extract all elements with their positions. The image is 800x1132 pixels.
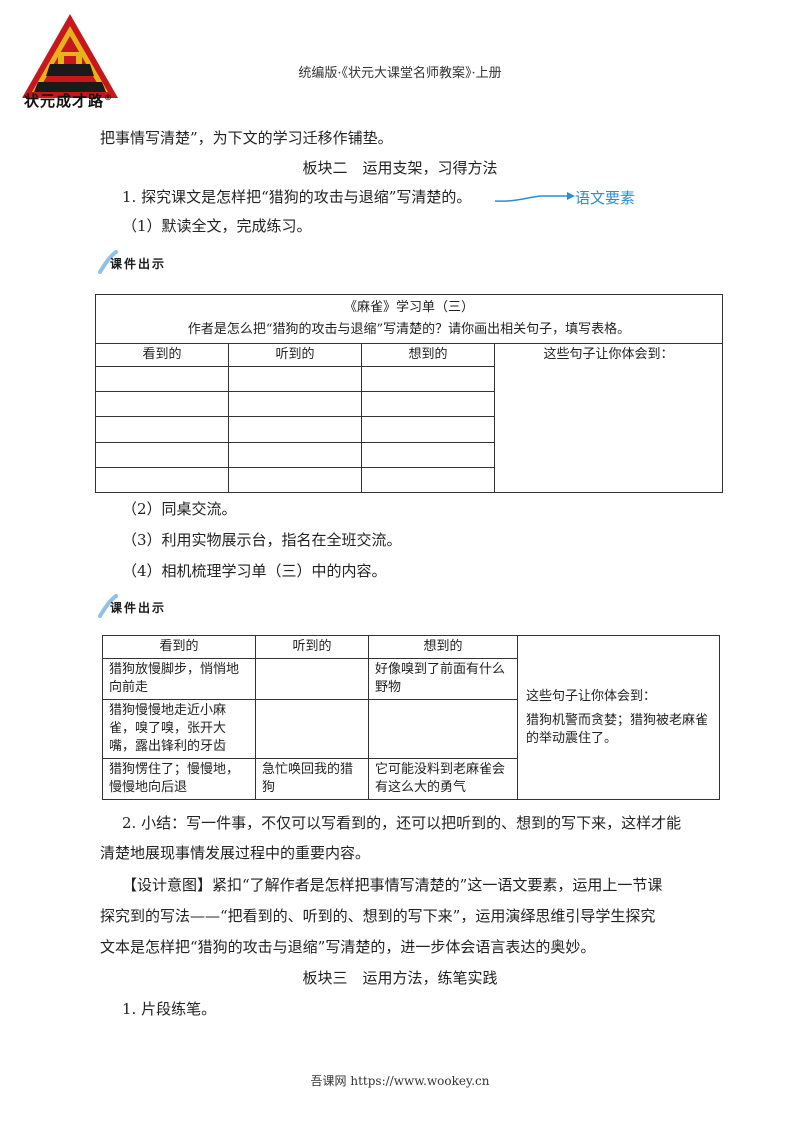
header-cell: 这些句子让你体会到： bbox=[494, 343, 723, 493]
answer-table: 看到的 听到的 想到的 这些句子让你体会到： 猎狗机警而贪婪；猎狗被老麻雀的举动… bbox=[102, 635, 720, 800]
header-cell: 想到的 bbox=[368, 635, 518, 659]
blank-cell bbox=[361, 416, 495, 443]
table-cell bbox=[368, 699, 518, 759]
section-title: 板块三 运用方法，练笔实践 bbox=[302, 969, 498, 987]
blank-cell bbox=[361, 441, 495, 468]
sub-item: （3）利用实物展示台，指名在全班交流。 bbox=[122, 531, 402, 549]
blank-cell bbox=[361, 466, 495, 494]
blank-cell bbox=[228, 391, 362, 418]
sub-item: （2）同桌交流。 bbox=[122, 500, 237, 518]
table-cell: 好像嗅到了前面有什么野物 bbox=[368, 658, 518, 700]
brush-icon bbox=[98, 250, 118, 274]
item-text: 1. 片段练笔。 bbox=[122, 1000, 217, 1018]
courseware-badge: 课件出示 bbox=[98, 594, 188, 620]
header-cell: 想到的 bbox=[361, 342, 495, 368]
header-cell: 看到的 bbox=[95, 342, 229, 368]
table-cell: 急忙唤回我的猎狗 bbox=[255, 758, 369, 800]
goal-label: 语文要素 bbox=[575, 189, 636, 207]
worksheet-table: 《麻雀》学习单（三） 作者是怎么把“猎狗的攻击与退缩”写清楚的？请你画出相关句子… bbox=[95, 294, 723, 494]
blank-cell bbox=[228, 466, 362, 494]
sub-item: （1）默读全文，完成练习。 bbox=[122, 217, 312, 235]
brand-logo bbox=[22, 14, 118, 98]
brush-icon bbox=[98, 594, 118, 618]
summary-line: 清楚地展现事情发展过程中的重要内容。 bbox=[100, 844, 371, 862]
table-cell: 它可能没料到老麻雀会有这么大的勇气 bbox=[368, 758, 518, 800]
insight-cell: 这些句子让你体会到： 猎狗机警而贪婪；猎狗被老麻雀的举动震住了。 bbox=[517, 635, 720, 800]
design-line: 探究到的写法——“把看到的、听到的、想到的写下来”，运用演绎思维引导学生探究 bbox=[100, 907, 656, 925]
page-footer: 吾课网 https://www.wookey.cn bbox=[310, 1074, 490, 1088]
blank-cell bbox=[95, 416, 229, 443]
header-cell: 听到的 bbox=[228, 342, 362, 368]
arrow-icon bbox=[495, 192, 575, 202]
blank-cell bbox=[95, 366, 229, 393]
design-line: 文本是怎样把“猎狗的攻击与退缩”写清楚的，进一步体会语言表达的奥妙。 bbox=[100, 938, 596, 956]
section-title: 板块二 运用支架，习得方法 bbox=[302, 159, 498, 177]
table-cell: 猎狗愣住了；慢慢地，慢慢地向后退 bbox=[102, 758, 256, 800]
blank-cell bbox=[95, 466, 229, 494]
table-cell bbox=[255, 699, 369, 759]
header-cell: 看到的 bbox=[102, 635, 256, 659]
courseware-badge: 课件出示 bbox=[98, 250, 188, 276]
blank-cell bbox=[361, 366, 495, 393]
table-cell bbox=[255, 658, 369, 700]
blank-cell bbox=[228, 441, 362, 468]
summary-line: 2. 小结：写一件事，不仅可以写看到的，还可以把听到的、想到的写下来，这样才能 bbox=[122, 814, 682, 832]
blank-cell bbox=[228, 366, 362, 393]
blank-cell bbox=[361, 391, 495, 418]
logo-text: 状元成才路® bbox=[24, 92, 114, 110]
blank-cell bbox=[95, 391, 229, 418]
header-cell: 听到的 bbox=[255, 635, 369, 659]
sub-item: （4）相机梳理学习单（三）中的内容。 bbox=[122, 562, 387, 580]
paragraph-line: 把事情写清楚”，为下文的学习迁移作铺垫。 bbox=[100, 129, 393, 147]
table-cell: 猎狗慢慢地走近小麻雀，嗅了嗅，张开大嘴，露出锋利的牙齿 bbox=[102, 699, 256, 759]
header-title: 统编版·《状元大课堂名师教案》·上册 bbox=[298, 66, 502, 81]
blank-cell bbox=[228, 416, 362, 443]
design-line: 【设计意图】紧扣“了解作者是怎样把事情写清楚的”这一语文要素，运用上一节课 bbox=[122, 876, 663, 894]
item-text: 1. 探究课文是怎样把“猎狗的攻击与退缩”写清楚的。 bbox=[122, 188, 472, 206]
blank-cell bbox=[95, 441, 229, 468]
worksheet-caption: 《麻雀》学习单（三） 作者是怎么把“猎狗的攻击与退缩”写清楚的？请你画出相关句子… bbox=[95, 294, 723, 344]
table-cell: 猎狗放慢脚步，悄悄地向前走 bbox=[102, 658, 256, 700]
